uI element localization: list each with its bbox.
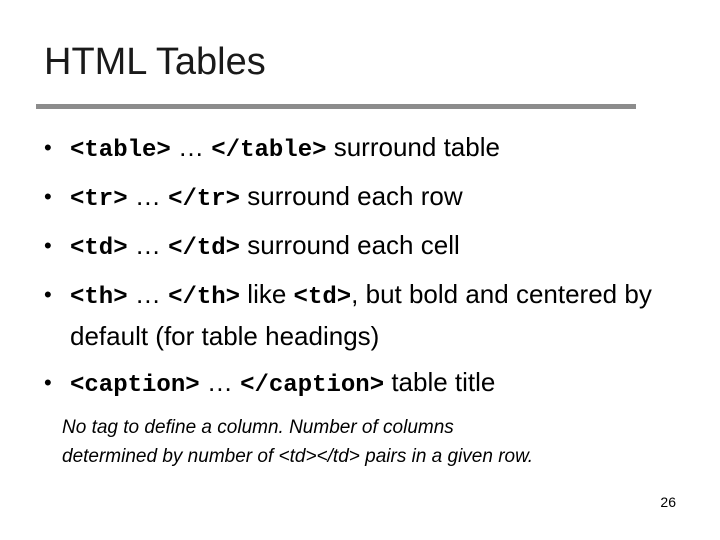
ellipsis: … [127,230,169,260]
bullet-text: , but bold and centered by default (for … [70,279,652,351]
tag-close: </caption> [240,372,385,399]
title-divider [36,104,636,109]
bullet-list: • <table> … </table> surround table • <t… [44,128,664,412]
bullet-marker: • [44,233,52,258]
tag-open: <tr> [70,186,128,213]
bullet-item-th: • <th> … </th> like <td>, but bold and c… [44,275,664,356]
tag-open: <td> [70,235,128,262]
bullet-marker: • [44,184,52,209]
bullet-item-table: • <table> … </table> surround table [44,128,664,170]
bullet-item-caption: • <caption> … </caption> table title [44,363,664,405]
bullet-marker: • [44,135,52,160]
tag-close: </tr> [168,186,241,213]
page-number: 26 [660,494,676,510]
bullet-text-before: like [240,279,294,309]
note-line: determined by number of <td></td> pairs … [62,446,534,467]
tag-open: <table> [70,137,171,164]
ellipsis: … [199,367,241,397]
bullet-item-td: • <td> … </td> surround each cell [44,226,664,268]
note-line: No tag to define a column. Number of col… [62,417,454,438]
ellipsis: … [127,279,169,309]
bullet-text: surround each row [240,181,463,211]
inline-tag: <td> [293,284,352,311]
tag-close: </td> [168,235,241,262]
tag-close: </table> [211,137,327,164]
column-note: No tag to define a column. Number of col… [62,413,702,471]
tag-open: <caption> [70,372,200,399]
ellipsis: … [127,181,169,211]
bullet-text: table title [384,367,496,397]
bullet-text: surround each cell [240,230,460,260]
tag-close: </th> [168,284,241,311]
ellipsis: … [170,132,212,162]
bullet-marker: • [44,282,52,307]
slide-title: HTML Tables [44,41,266,83]
tag-open: <th> [70,284,128,311]
bullet-marker: • [44,370,52,395]
bullet-text: surround table [326,132,500,162]
bullet-item-tr: • <tr> … </tr> surround each row [44,177,664,219]
